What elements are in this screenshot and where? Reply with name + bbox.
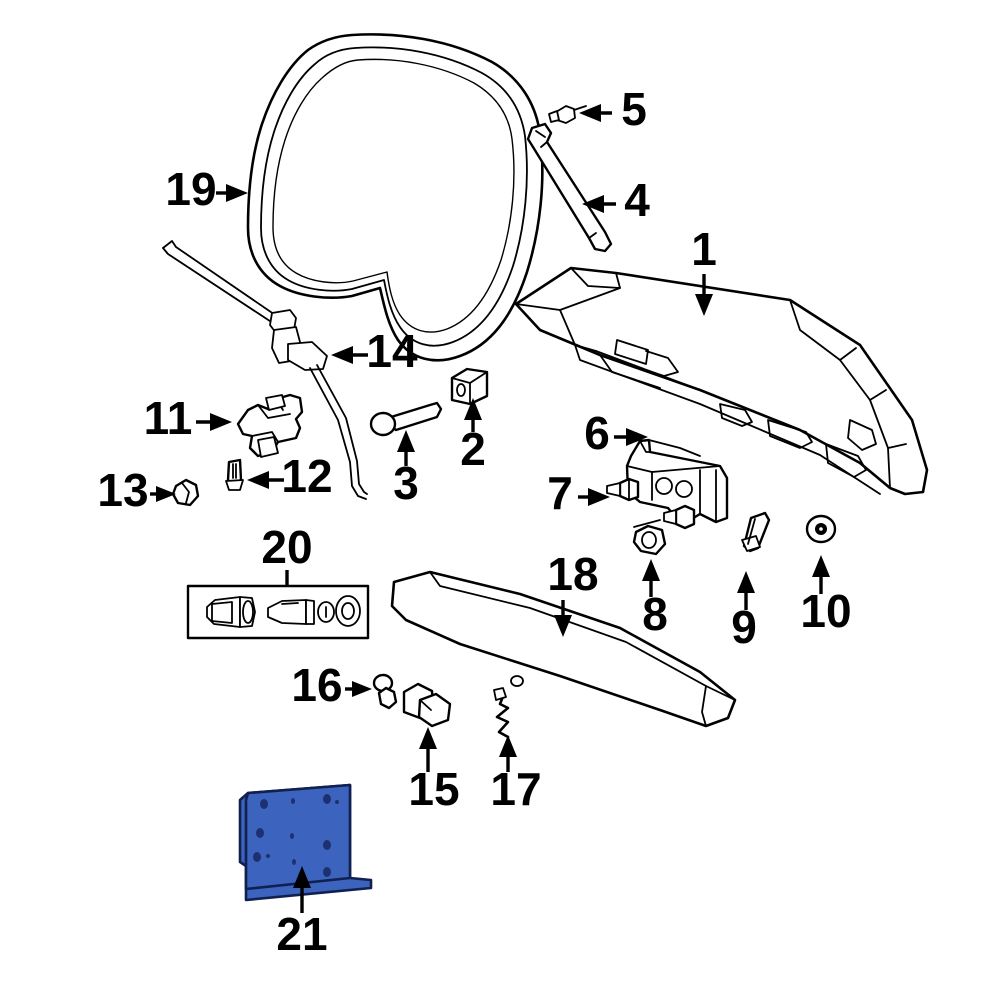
- part-ball-stud: [369, 401, 443, 437]
- callout-14[interactable]: 14: [366, 325, 418, 377]
- callout-18[interactable]: 18: [547, 548, 598, 600]
- lock-cylinder-plug: [267, 599, 315, 625]
- part-push-pin-fastener: [372, 673, 398, 710]
- callout-6[interactable]: 6: [584, 407, 610, 459]
- callout-19[interactable]: 19: [165, 163, 216, 215]
- part-latch-rod-connector: [162, 240, 368, 500]
- callout-10[interactable]: 10: [800, 585, 851, 637]
- callout-20[interactable]: 20: [261, 521, 312, 573]
- callout-labels: 1 2 3 4 5 6 7 8 9 10 11 12 13 14 15 16 1…: [97, 83, 851, 960]
- part-striker-bracket: [236, 393, 304, 458]
- part-strut-retaining-clip: [548, 105, 587, 124]
- callout-7[interactable]: 7: [547, 467, 573, 519]
- part-license-lamp-wire-clip: [493, 687, 510, 739]
- callout-21[interactable]: 21: [276, 908, 327, 960]
- part-hex-nut: [632, 519, 667, 556]
- callout-9[interactable]: 9: [731, 601, 757, 653]
- part-gas-strut-support-cylinder: [526, 122, 613, 253]
- part-grommet-washer: [805, 514, 837, 544]
- part-bumper-block: [450, 367, 489, 406]
- part-clip-bracket: [402, 682, 452, 728]
- part-lock-cylinder-kit: [186, 570, 370, 640]
- part-liftgate-weatherstrip-seal: [246, 33, 544, 362]
- callout-3[interactable]: 3: [393, 457, 419, 509]
- lock-bezel: [335, 595, 361, 627]
- part-screw: [741, 511, 771, 553]
- callout-15[interactable]: 15: [408, 763, 459, 815]
- callout-11[interactable]: 11: [144, 392, 193, 444]
- part-mounting-bolt: [225, 458, 244, 491]
- lock-cylinder-body: [206, 596, 256, 628]
- lock-key-washer: [317, 601, 335, 623]
- part-retaining-clip: [171, 478, 200, 507]
- callout-1[interactable]: 1: [691, 223, 717, 275]
- callout-17[interactable]: 17: [490, 763, 541, 815]
- callout-8[interactable]: 8: [642, 588, 668, 640]
- callout-5[interactable]: 5: [621, 83, 647, 135]
- callout-12[interactable]: 12: [281, 450, 332, 502]
- part-latch-bolt: [606, 477, 696, 530]
- part-applique-finish-panel: [390, 570, 737, 728]
- callout-16[interactable]: 16: [291, 659, 342, 711]
- callout-4[interactable]: 4: [624, 174, 650, 226]
- callout-2[interactable]: 2: [460, 423, 486, 475]
- part-latch-assembly: [625, 438, 729, 524]
- part-liftgate-panel: [514, 266, 929, 496]
- callout-13[interactable]: 13: [97, 464, 148, 516]
- callout-leaders: [150, 104, 830, 913]
